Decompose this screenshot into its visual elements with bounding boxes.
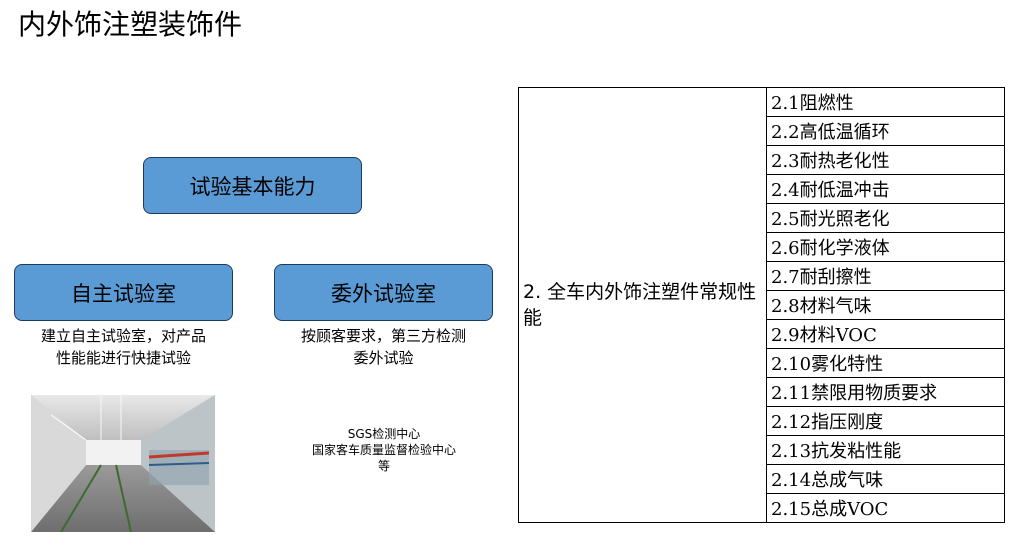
external-lab-description-line: 委外试验 — [353, 349, 414, 367]
own-lab-description-line: 性能能进行快捷试验 — [55, 349, 191, 367]
test-item-cell: 2.12指压刚度 — [766, 406, 1005, 436]
category-cell: 2. 全车内外饰注塑件常规性能 — [518, 87, 767, 523]
agency-sgs: SGS检测中心 — [347, 427, 421, 441]
test-capability-label: 试验基本能力 — [189, 174, 316, 199]
test-item-cell: 2.7耐刮擦性 — [766, 261, 1005, 291]
test-item-cell: 2.11禁限用物质要求 — [766, 377, 1005, 407]
agency-etc: 等 — [377, 459, 390, 473]
own-lab-description: 建立自主试验室，对产品 性能能进行快捷试验 — [14, 325, 233, 369]
test-item-cell: 2.10雾化特性 — [766, 348, 1005, 378]
external-lab-label: 委外试验室 — [331, 281, 436, 306]
table-row: 2.12指压刚度 — [519, 406, 1005, 436]
test-item-cell: 2.3耐热老化性 — [766, 145, 1005, 175]
lab-corridor-photo — [31, 395, 215, 532]
test-item-cell: 2.6耐化学液体 — [766, 232, 1005, 262]
external-lab-description: 按顾客要求，第三方检测 委外试验 — [274, 325, 493, 369]
table-row: 2.7耐刮擦性 — [519, 261, 1005, 291]
test-item-cell: 2.13抗发粘性能 — [766, 435, 1005, 465]
table-row: 2.11禁限用物质要求 — [519, 377, 1005, 407]
test-capability-box: 试验基本能力 — [143, 157, 362, 214]
table-row: 2.3耐热老化性 — [519, 145, 1005, 175]
table-row: 2.2高低温循环 — [519, 116, 1005, 146]
own-lab-box: 自主试验室 — [14, 264, 233, 321]
page-title: 内外饰注塑装饰件 — [18, 8, 243, 41]
table-row: 2.15总成VOC — [519, 493, 1005, 523]
test-item-cell: 2.5耐光照老化 — [766, 203, 1005, 233]
table-row: 2.6耐化学液体 — [519, 232, 1005, 262]
test-item-cell: 2.4耐低温冲击 — [766, 174, 1005, 204]
test-item-cell: 2.2高低温循环 — [766, 116, 1005, 146]
lab-corridor-illustration — [31, 395, 215, 532]
table-row: 2.5耐光照老化 — [519, 203, 1005, 233]
own-lab-description-line: 建立自主试验室，对产品 — [40, 327, 206, 345]
own-lab-label: 自主试验室 — [71, 281, 176, 306]
table-row: 2.14总成气味 — [519, 464, 1005, 494]
table-row: 2.13抗发粘性能 — [519, 435, 1005, 465]
test-item-cell: 2.15总成VOC — [766, 493, 1005, 523]
table-row: 2.8材料气味 — [519, 290, 1005, 320]
test-item-cell: 2.14总成气味 — [766, 464, 1005, 494]
test-item-cell: 2.8材料气味 — [766, 290, 1005, 320]
agency-national-bus-center: 国家客车质量监督检验中心 — [311, 443, 456, 457]
table-row: 2.10雾化特性 — [519, 348, 1005, 378]
external-lab-box: 委外试验室 — [274, 264, 493, 321]
test-item-cell: 2.9材料VOC — [766, 319, 1005, 349]
external-lab-description-line: 按顾客要求，第三方检测 — [300, 327, 466, 345]
external-agencies-list: SGS检测中心 国家客车质量监督检验中心 等 — [282, 426, 486, 474]
table-row: 2.4耐低温冲击 — [519, 174, 1005, 204]
test-item-cell: 2.1阻燃性 — [766, 87, 1005, 117]
